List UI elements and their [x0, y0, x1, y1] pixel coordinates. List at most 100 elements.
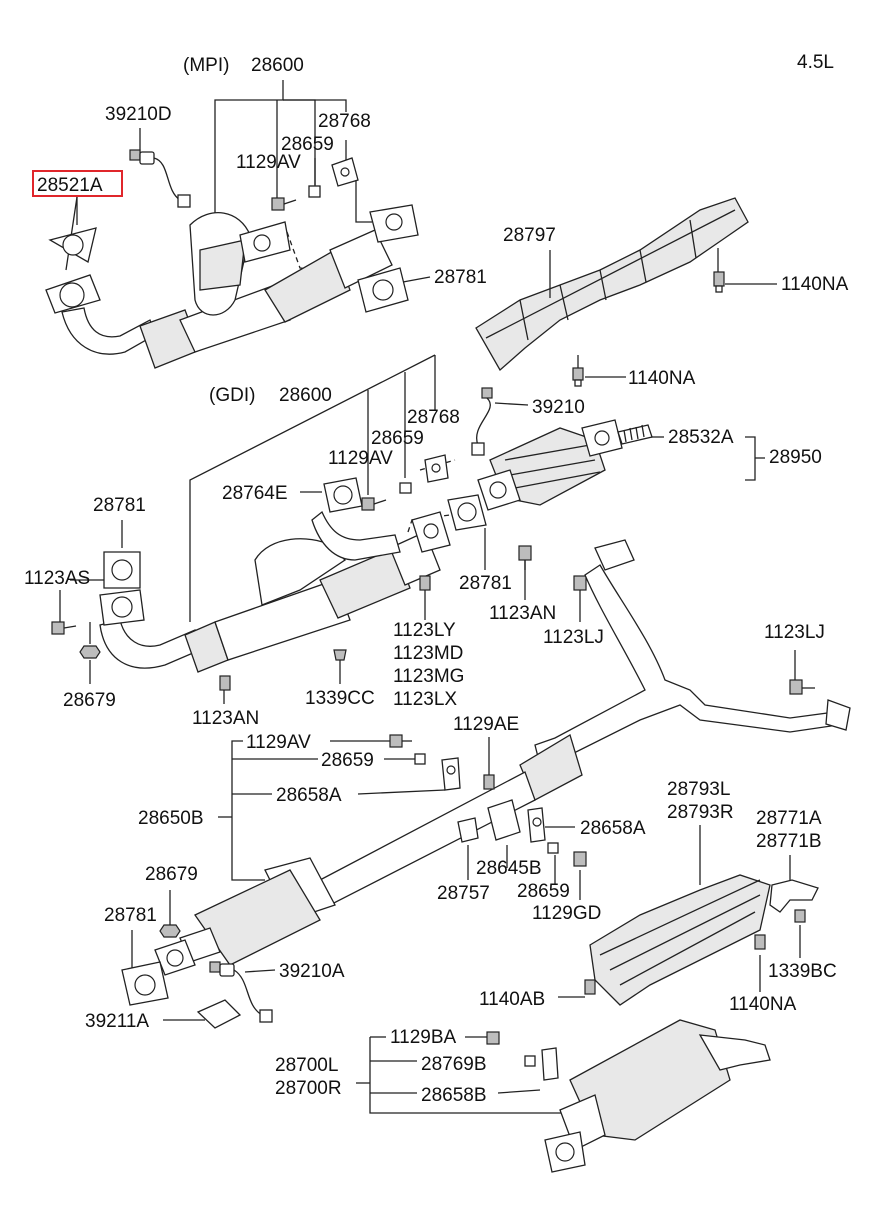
gdi-bolt-1123as	[51, 621, 77, 635]
gdi-gasket-28781-b	[447, 494, 487, 531]
mpi-manifold-flange	[239, 204, 419, 263]
part-label-cp-28650b: 28650B	[138, 808, 204, 829]
part-label-mpi-28659: 28659	[281, 134, 334, 155]
center-bracket-39211a	[196, 999, 242, 1029]
part-label-cp-28658a-b: 28658A	[580, 818, 646, 839]
center-clip-28757	[457, 817, 479, 843]
part-label-gdi-28679: 28679	[63, 690, 116, 711]
hs-bolt-a	[713, 271, 725, 293]
part-label-cp-28771a: 28771A	[756, 808, 822, 829]
mpi-bolt-1129av	[271, 197, 297, 211]
part-label-gdi-1123lx: 1123LX	[393, 689, 457, 710]
heat-shield-center	[584, 874, 819, 1006]
mpi-front-pipe	[61, 212, 393, 369]
center-leader-lines	[131, 737, 801, 1021]
part-label-hs-28797: 28797	[503, 225, 556, 246]
gdi-stud-28532a	[617, 424, 653, 445]
part-label-gdi-1123md: 1123MD	[393, 643, 463, 664]
mpi-gasket-28781	[357, 267, 409, 313]
part-label-mf-28658b: 28658B	[421, 1085, 487, 1106]
part-label-mpi-28781: 28781	[434, 267, 487, 288]
center-hanger-28658a-b	[527, 807, 546, 843]
part-label-cp-39211a: 39211A	[85, 1011, 149, 1032]
part-label-gdi-28659: 28659	[371, 428, 424, 449]
part-label-cp-39210a: 39210A	[279, 961, 345, 982]
gdi-gasket-28768	[424, 454, 449, 483]
part-label-hs-1140na-b: 1140NA	[628, 368, 696, 389]
part-label-cp-1129gd: 1129GD	[532, 903, 601, 924]
center-hanger-28658a	[441, 757, 461, 791]
center-bolt-1123lj-b	[789, 679, 815, 695]
part-label-cp-28771b: 28771B	[756, 831, 822, 852]
part-label-cp-28659: 28659	[321, 750, 374, 771]
gdi-front-flange	[99, 589, 145, 626]
part-label-cp-28659-b: 28659	[517, 881, 570, 902]
part-label-mf-28769b: 28769B	[421, 1054, 487, 1075]
gdi-oxygen-sensor	[471, 387, 493, 456]
part-label-mf-28700l: 28700L	[275, 1055, 338, 1076]
part-label-gdi-28532a: 28532A	[668, 427, 734, 448]
mpi-oxygen-sensor	[129, 149, 191, 208]
center-bolt-1129ae	[483, 774, 495, 790]
part-label-gdi-28764e: 28764E	[222, 483, 288, 504]
mpi-group-label: (MPI)	[183, 55, 229, 76]
part-label-cp-28793r: 28793R	[667, 802, 734, 823]
gdi-bolt-1123ly	[419, 575, 431, 591]
part-label-gdi-1123an-b: 1123AN	[192, 708, 259, 729]
mpi-gasket-a	[48, 227, 97, 264]
part-label-hs-1140na-a: 1140NA	[781, 274, 849, 295]
engine-label: 4.5L	[797, 52, 834, 73]
part-label-cp-28679: 28679	[145, 864, 198, 885]
gdi-nut-28679	[79, 645, 101, 659]
gdi-nut-28659	[399, 482, 412, 494]
gdi-gasket-28781-a	[103, 551, 141, 589]
gdi-gasket-28764e	[323, 477, 363, 513]
part-label-gdi-1123lj-a: 1123LJ	[543, 627, 604, 648]
part-label-cp-28793l: 28793L	[667, 779, 730, 800]
gdi-bolt-1123an	[219, 675, 231, 691]
center-oxygen-sensor-39210a	[209, 961, 273, 1023]
part-label-mpi-28768: 28768	[318, 111, 371, 132]
mpi-group-part: 28600	[251, 55, 304, 76]
gdi-bolt-1129av	[361, 497, 387, 511]
part-label-cp-28645b: 28645B	[476, 858, 542, 879]
gdi-bolt-1123an-b	[518, 545, 532, 570]
part-label-cp-1129ae: 1129AE	[453, 714, 519, 735]
part-label-gdi-1123ly: 1123LY	[393, 620, 456, 641]
gdi-catalytic-converter	[477, 419, 623, 511]
part-label-gdi-1123an-a: 1123AN	[489, 603, 556, 624]
part-label-mf-28700r: 28700R	[275, 1078, 342, 1099]
center-gasket-28781	[121, 961, 169, 1006]
part-label-gdi-28768: 28768	[407, 407, 460, 428]
gdi-front-pipe	[99, 510, 451, 673]
part-label-mf-1129ba: 1129BA	[390, 1027, 457, 1048]
part-label-cp-1140na: 1140NA	[729, 994, 797, 1015]
heat-shield-upper	[475, 197, 777, 378]
part-label-cp-1140ab: 1140AB	[479, 989, 545, 1010]
part-label-mpi-1129av: 1129AV	[236, 152, 301, 173]
part-label-cp-1129av: 1129AV	[246, 732, 311, 753]
part-label-gdi-28781-b: 28781	[459, 573, 512, 594]
part-label-cp-1339bc: 1339BC	[768, 961, 837, 982]
center-bolt-1129av	[389, 734, 412, 748]
center-nut-28659-b	[547, 842, 559, 854]
part-label-gdi-39210: 39210	[532, 397, 585, 418]
mpi-front-flange	[45, 274, 101, 314]
part-label-gdi-1123as: 1123AS	[24, 568, 90, 589]
gdi-group-label: (GDI)	[209, 385, 255, 406]
part-label-mpi-28521a: 28521A	[37, 175, 103, 196]
part-label-gdi-1129av: 1129AV	[328, 448, 393, 469]
part-label-cp-28658a-a: 28658A	[276, 785, 342, 806]
center-bracket-28645b	[487, 799, 521, 841]
mpi-nut-28659	[308, 185, 321, 198]
part-label-mpi-39210d: 39210D	[105, 104, 172, 125]
part-label-cp-28757: 28757	[437, 883, 490, 904]
part-label-gdi-28950: 28950	[769, 447, 822, 468]
gdi-clip-1339cc	[333, 649, 347, 661]
part-label-cp-28781: 28781	[104, 905, 157, 926]
hs-bolt-b	[572, 367, 584, 387]
part-label-gdi-28781-a: 28781	[93, 495, 146, 516]
gdi-bolt-1123lj-a	[573, 575, 587, 591]
